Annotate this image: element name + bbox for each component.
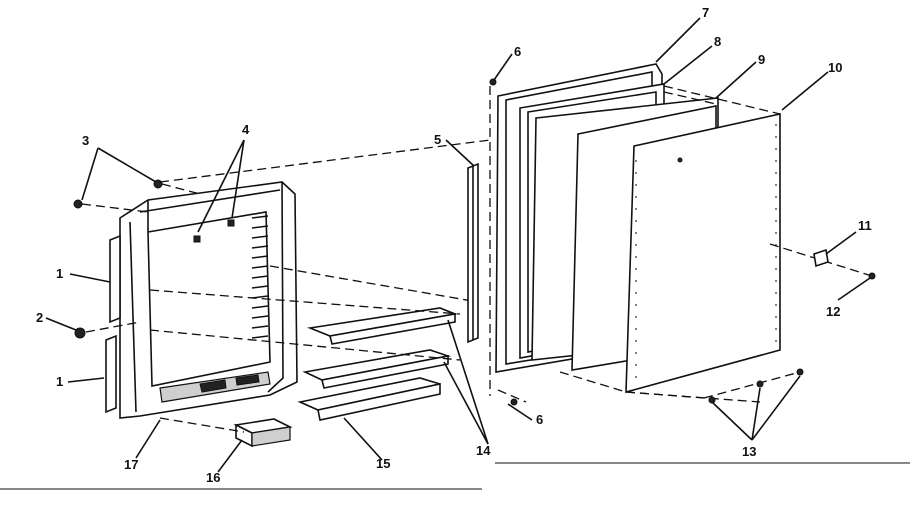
vent-slats	[251, 215, 269, 339]
clip-4b	[227, 219, 235, 227]
callout-9: 9	[758, 52, 765, 67]
align-13-b	[703, 371, 801, 399]
callout-14: 14	[476, 443, 491, 458]
panel-10	[571, 105, 781, 394]
screw-12	[868, 272, 876, 280]
align-right-top2	[663, 91, 717, 105]
clip-13b	[756, 380, 764, 388]
screw-6-top	[489, 78, 497, 86]
screw-3a	[73, 199, 83, 209]
align-line-mid3	[149, 329, 461, 361]
callout-16: 16	[206, 470, 220, 485]
part-11	[813, 248, 829, 268]
callout-6-top: 6	[514, 44, 521, 59]
tray-upper	[306, 307, 458, 345]
screw-6-bottom	[510, 398, 518, 406]
callout-15: 15	[376, 456, 390, 471]
callout-1-upper: 1	[56, 266, 63, 281]
hinge-strip	[467, 162, 479, 344]
callout-6-bottom: 6	[536, 412, 543, 427]
align-11-12	[769, 243, 873, 277]
bottom-grille	[159, 371, 271, 403]
callout-12: 12	[826, 304, 840, 319]
part-box	[233, 418, 293, 448]
callout-1-lower: 1	[56, 374, 63, 389]
align-13-c	[559, 371, 627, 393]
callout-13: 13	[742, 444, 756, 459]
side-strip-upper	[109, 234, 121, 324]
align-line-mid2	[149, 289, 461, 315]
align-line-mid1	[269, 265, 479, 303]
callout-5: 5	[434, 132, 441, 147]
side-strip-lower	[105, 334, 117, 414]
front-frame	[119, 181, 298, 419]
clip-13c	[796, 368, 804, 376]
tray-middle	[302, 349, 452, 389]
callout-11: 11	[858, 218, 872, 233]
callout-8: 8	[714, 34, 721, 49]
align-13-a	[625, 391, 705, 399]
callout-7: 7	[702, 5, 709, 20]
callout-10: 10	[828, 60, 842, 75]
align-13-d	[625, 391, 761, 403]
clip-4a	[193, 235, 201, 243]
callout-2: 2	[36, 310, 43, 325]
screw-2	[74, 327, 86, 339]
callout-4: 4	[242, 122, 250, 137]
callout-17: 17	[124, 457, 138, 472]
callout-3: 3	[82, 133, 89, 148]
screw-2-path	[85, 321, 141, 333]
leader-lines	[45, 17, 871, 473]
align-6-bottom	[497, 389, 527, 403]
screw-3a-path	[81, 203, 149, 213]
tray-lower	[297, 377, 441, 421]
align-right-top	[663, 85, 781, 115]
screw-3b-path	[161, 183, 201, 195]
align-line-bottom	[159, 417, 245, 433]
